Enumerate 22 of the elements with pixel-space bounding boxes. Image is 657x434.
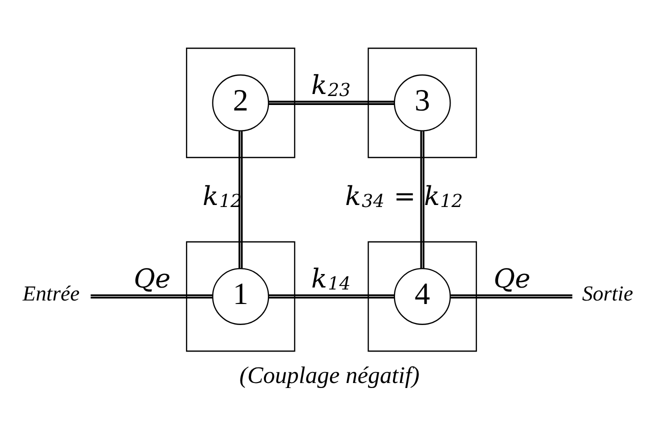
edge-label: k23 [311,70,351,101]
edge-label: Qe [494,264,530,294]
connector [420,130,424,268]
node-circle: 1 [212,267,270,324]
node-text: Sortie [582,281,634,306]
node-circle: 3 [394,74,451,131]
cluster [368,240,477,352]
connector [268,100,394,104]
edge-label: Qe [134,264,171,294]
edge-label: k14 [311,264,351,294]
cluster [368,47,477,158]
node-circle: 4 [394,267,451,324]
cluster [186,240,296,352]
caption: (Couplage négatif) [239,362,420,389]
connector [238,130,243,268]
connector [450,294,572,298]
connector [90,294,213,298]
cluster [186,47,296,158]
connector [268,294,394,298]
edge-label: k34 = k12 [345,182,463,212]
node-text: Entrée [22,281,80,306]
node-circle: 2 [212,74,270,131]
